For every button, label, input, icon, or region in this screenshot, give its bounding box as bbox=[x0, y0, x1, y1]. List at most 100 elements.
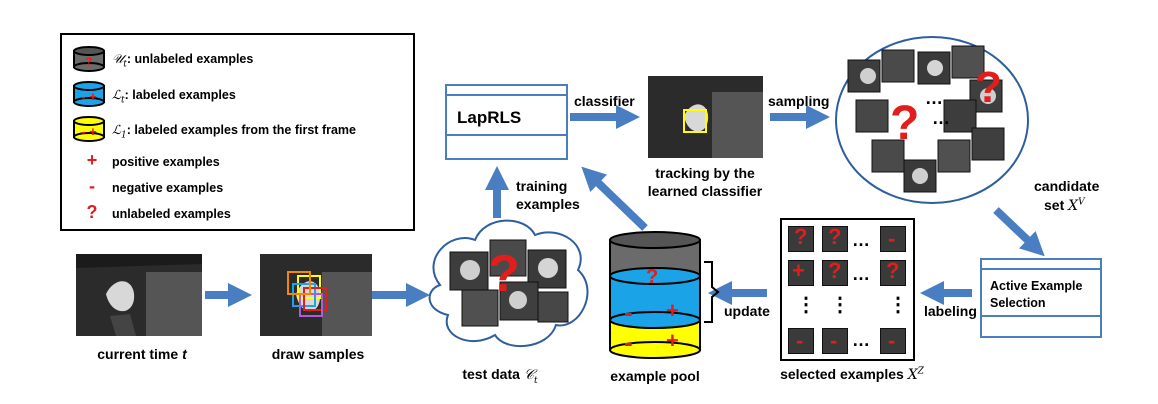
selected-plus-icon: + bbox=[792, 258, 805, 283]
legend-row-first-frame: ℒ1: labeled examples from the first fram… bbox=[112, 122, 356, 141]
question-icon: ? bbox=[86, 202, 98, 222]
selected-thumb bbox=[880, 226, 906, 252]
legend-row-positive: + positive examples bbox=[72, 150, 220, 171]
selected-hdots: … bbox=[852, 230, 870, 250]
test-data-text: test data bbox=[462, 366, 524, 382]
selected-thumb bbox=[880, 328, 906, 354]
legend: ? - + - + 𝒰t: unlabeled examples ℒt: lab… bbox=[60, 33, 415, 231]
selected-thumb bbox=[822, 260, 848, 286]
lapRLS-box-top-divider bbox=[447, 94, 566, 96]
edge-label-examples: examples bbox=[516, 196, 580, 212]
legend-text-negative: negative examples bbox=[112, 181, 224, 195]
svg-text:- +: - + bbox=[81, 124, 97, 139]
legend-math-l-sub: t bbox=[121, 95, 125, 106]
selected-vdots: ⋮ bbox=[830, 294, 850, 316]
example-pool-label: example pool bbox=[610, 368, 700, 384]
selected-examples-label: selected examples XZ bbox=[752, 366, 952, 383]
pool-question-icon: ? bbox=[646, 266, 659, 288]
selected-minus-icon: - bbox=[888, 328, 896, 353]
legend-row-unlabeled-pool: 𝒰t: unlabeled examples bbox=[112, 51, 253, 70]
svg-text:?: ? bbox=[86, 56, 93, 68]
lapRLS-box-bottom-divider bbox=[447, 134, 566, 136]
selected-vdots: ⋮ bbox=[796, 294, 816, 316]
active-selection-label: Active Example Selection bbox=[990, 279, 1083, 310]
selected-thumb bbox=[822, 226, 848, 252]
arrow-candidate-to-selection bbox=[993, 207, 1045, 257]
active-selection-box: Active Example Selection bbox=[980, 258, 1102, 338]
selected-minus-icon: - bbox=[796, 328, 804, 353]
current-time-label: current time t bbox=[72, 346, 212, 362]
selected-question-icon: ? bbox=[828, 224, 842, 249]
test-data-sub: t bbox=[534, 375, 538, 386]
legend-row-unlabeled: ? unlabeled examples bbox=[72, 202, 231, 223]
test-data-question-icon: ? bbox=[488, 245, 520, 303]
candidate-question-icon-left: ? bbox=[890, 97, 920, 150]
lapRLS-box: LapRLS bbox=[445, 84, 568, 160]
pool-yellow-minus-icon: - bbox=[624, 327, 633, 357]
candidate-label-line1: candidate bbox=[1034, 178, 1100, 194]
legend-text-labeled-pool: : labeled examples bbox=[124, 88, 236, 102]
legend-math-u-sub: t bbox=[123, 59, 127, 70]
edge-label-training: training bbox=[516, 178, 568, 194]
legend-text-first-frame: : labeled examples from the first frame bbox=[126, 123, 356, 137]
candidate-dots: … bbox=[932, 108, 950, 128]
minus-icon: - bbox=[89, 176, 95, 196]
legend-math-l1-sub: 1 bbox=[121, 130, 127, 141]
selected-examples-text: selected examples bbox=[780, 366, 908, 382]
test-data-math: 𝒞 bbox=[523, 367, 535, 383]
gray-cylinder-icon: ? bbox=[73, 46, 105, 72]
edge-label-sampling: sampling bbox=[768, 93, 830, 109]
selected-question-icon: ? bbox=[828, 258, 842, 283]
tracking-label: tracking by the learned classifier bbox=[647, 165, 763, 199]
pool-blue-minus-icon: - bbox=[624, 297, 633, 327]
selection-box-bottom-divider bbox=[982, 315, 1100, 317]
selected-thumb bbox=[788, 328, 814, 354]
arrow-pool-to-lapRLS bbox=[581, 166, 648, 231]
legend-row-negative: - negative examples bbox=[72, 176, 223, 197]
candidate-set-sup: V bbox=[1078, 197, 1085, 208]
candidate-dots: … bbox=[925, 88, 943, 108]
svg-text:- +: - + bbox=[81, 89, 97, 104]
selected-thumb bbox=[880, 260, 906, 286]
draw-samples-label: draw samples bbox=[271, 346, 365, 362]
legend-text-positive: positive examples bbox=[112, 155, 220, 169]
candidate-label-line2: set XV bbox=[1044, 197, 1085, 214]
blue-cylinder-icon: - + bbox=[73, 81, 105, 107]
selection-box-top-divider bbox=[982, 268, 1100, 270]
current-frame-image bbox=[76, 254, 202, 336]
selected-thumb bbox=[822, 328, 848, 354]
selected-question-icon: ? bbox=[886, 258, 900, 283]
legend-cylinders: ? - + - + bbox=[73, 46, 105, 142]
legend-text-unlabeled-pool: : unlabeled examples bbox=[126, 52, 254, 66]
selected-thumb bbox=[788, 260, 814, 286]
legend-math-u: 𝒰 bbox=[112, 51, 124, 66]
selected-thumb bbox=[788, 226, 814, 252]
test-data-label: test data 𝒞t bbox=[430, 366, 570, 386]
legend-text-unlabeled: unlabeled examples bbox=[112, 207, 231, 221]
selected-minus-icon: - bbox=[830, 328, 838, 353]
lapRLS-label: LapRLS bbox=[457, 108, 522, 127]
selected-examples-box: ? ? - + ? ? - - - … … … ⋮ ⋮ ⋮ bbox=[780, 218, 915, 361]
current-time-text: current time bbox=[97, 346, 183, 362]
edge-label-update: update bbox=[724, 303, 770, 319]
selected-examples-math: X bbox=[907, 367, 918, 383]
selected-examples-sup: Z bbox=[917, 366, 924, 377]
edge-label-classifier: classifier bbox=[574, 93, 635, 109]
selected-minus-icon: - bbox=[888, 226, 896, 251]
selected-hdots: … bbox=[852, 330, 870, 350]
selected-question-icon: ? bbox=[794, 224, 808, 249]
plus-icon: + bbox=[86, 150, 98, 170]
pool-yellow-plus-icon: + bbox=[666, 328, 679, 353]
candidate-set-text: set bbox=[1044, 197, 1069, 213]
selected-hdots: … bbox=[852, 264, 870, 284]
legend-math-l1: ℒ bbox=[112, 122, 122, 137]
legend-math-l: ℒ bbox=[112, 87, 122, 102]
legend-row-labeled-pool: ℒt: labeled examples bbox=[112, 87, 236, 106]
tracking-frame-image bbox=[648, 76, 763, 158]
pool-blue-plus-icon: + bbox=[666, 298, 679, 323]
candidate-set-math: X bbox=[1068, 198, 1079, 214]
